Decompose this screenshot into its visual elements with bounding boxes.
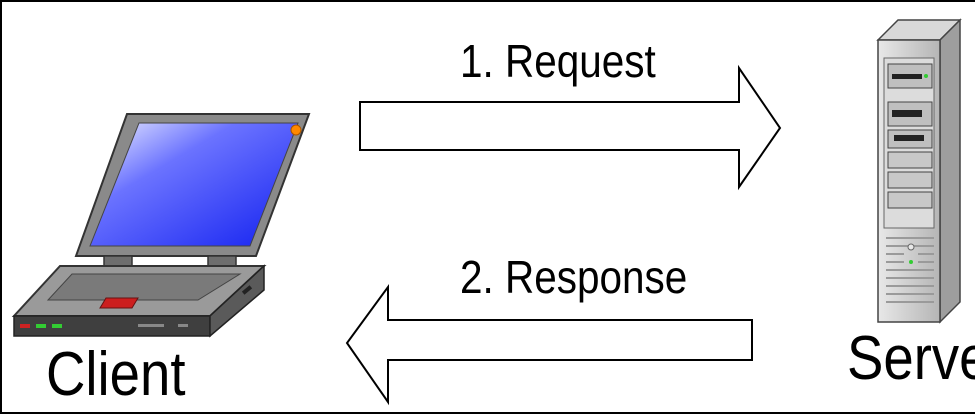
laptop-icon — [11, 113, 311, 338]
response-label: 2. Response — [460, 251, 688, 303]
request-label: 1. Request — [460, 35, 656, 87]
server-icon — [876, 18, 962, 324]
client-label: Client — [46, 340, 186, 409]
server-label: Server — [847, 324, 975, 393]
response-arrow — [345, 283, 753, 406]
request-arrow — [359, 64, 782, 191]
